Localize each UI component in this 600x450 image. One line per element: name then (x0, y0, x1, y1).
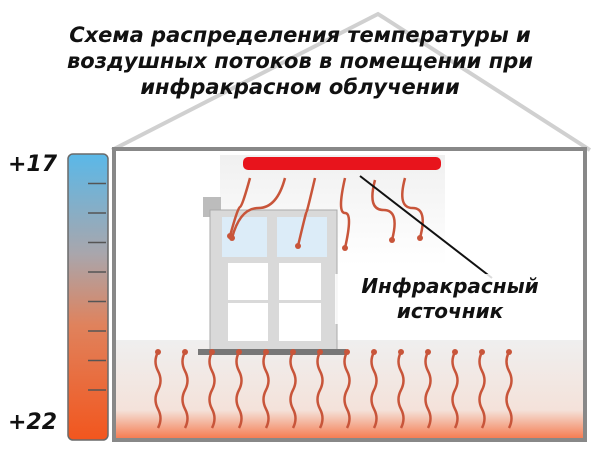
air-flow-arrow (208, 351, 216, 429)
title-line-2: воздушных потоков в помещении при (67, 49, 533, 73)
room-walls (112, 147, 587, 442)
air-flow-arrow (343, 351, 351, 429)
air-flow-arrow (316, 351, 324, 429)
air-flow-arrow (478, 351, 486, 429)
arrow-head-icon (209, 349, 215, 355)
air-flow-arrow (262, 351, 270, 429)
arrow-head-icon (425, 349, 431, 355)
arrow-head-icon (295, 243, 301, 249)
air-flow-arrow (230, 177, 287, 239)
air-flow-arrow (339, 177, 351, 249)
arrow-head-icon (317, 349, 323, 355)
arrow-head-icon (371, 349, 377, 355)
air-flow-arrows (154, 177, 513, 429)
air-flow-arrow (296, 177, 317, 247)
arrow-head-icon (398, 349, 404, 355)
temperature-top-label: +17 (8, 152, 58, 177)
air-flow-arrow (235, 351, 243, 429)
air-flow-arrow (154, 351, 162, 429)
air-flow-arrow (371, 179, 396, 241)
thermometer (67, 153, 109, 441)
arrow-head-icon (290, 349, 296, 355)
thermometer-ticks (88, 182, 106, 391)
arrow-head-icon (182, 349, 188, 355)
arrow-head-icon (506, 349, 512, 355)
arrow-head-icon (452, 349, 458, 355)
air-flow-arrow (505, 351, 513, 429)
air-flow-arrow (228, 177, 252, 237)
title-line-3: инфракрасном облучении (140, 75, 460, 99)
infrared-heater (243, 157, 441, 170)
arrow-head-icon (236, 349, 242, 355)
air-flow-arrow (451, 351, 459, 429)
roof (111, 11, 592, 152)
arrow-head-icon (479, 349, 485, 355)
air-flow-arrow (424, 351, 432, 429)
pointer-line (359, 175, 493, 279)
diagram-title: Схема распределения температуры и воздуш… (0, 22, 600, 100)
air-flow-arrow (370, 351, 378, 429)
source-label-line-2: источник (396, 299, 504, 323)
air-flow-arrow (181, 351, 189, 429)
title-line-1: Схема распределения температуры и (69, 23, 531, 47)
arrow-head-icon (155, 349, 161, 355)
arrow-head-icon (389, 237, 395, 243)
source-label-line-1: Инфракрасный (361, 274, 539, 298)
arrow-head-icon (344, 349, 350, 355)
window (198, 197, 346, 355)
arrow-head-icon (227, 233, 233, 239)
arrow-head-icon (342, 245, 348, 251)
arrow-head-icon (263, 349, 269, 355)
air-flow-arrow (289, 351, 297, 429)
arrow-head-icon (417, 235, 423, 241)
infrared-source-label: Инфракрасный источник (335, 274, 565, 324)
air-flow-arrow (397, 351, 405, 429)
temperature-bottom-label: +22 (8, 410, 58, 435)
